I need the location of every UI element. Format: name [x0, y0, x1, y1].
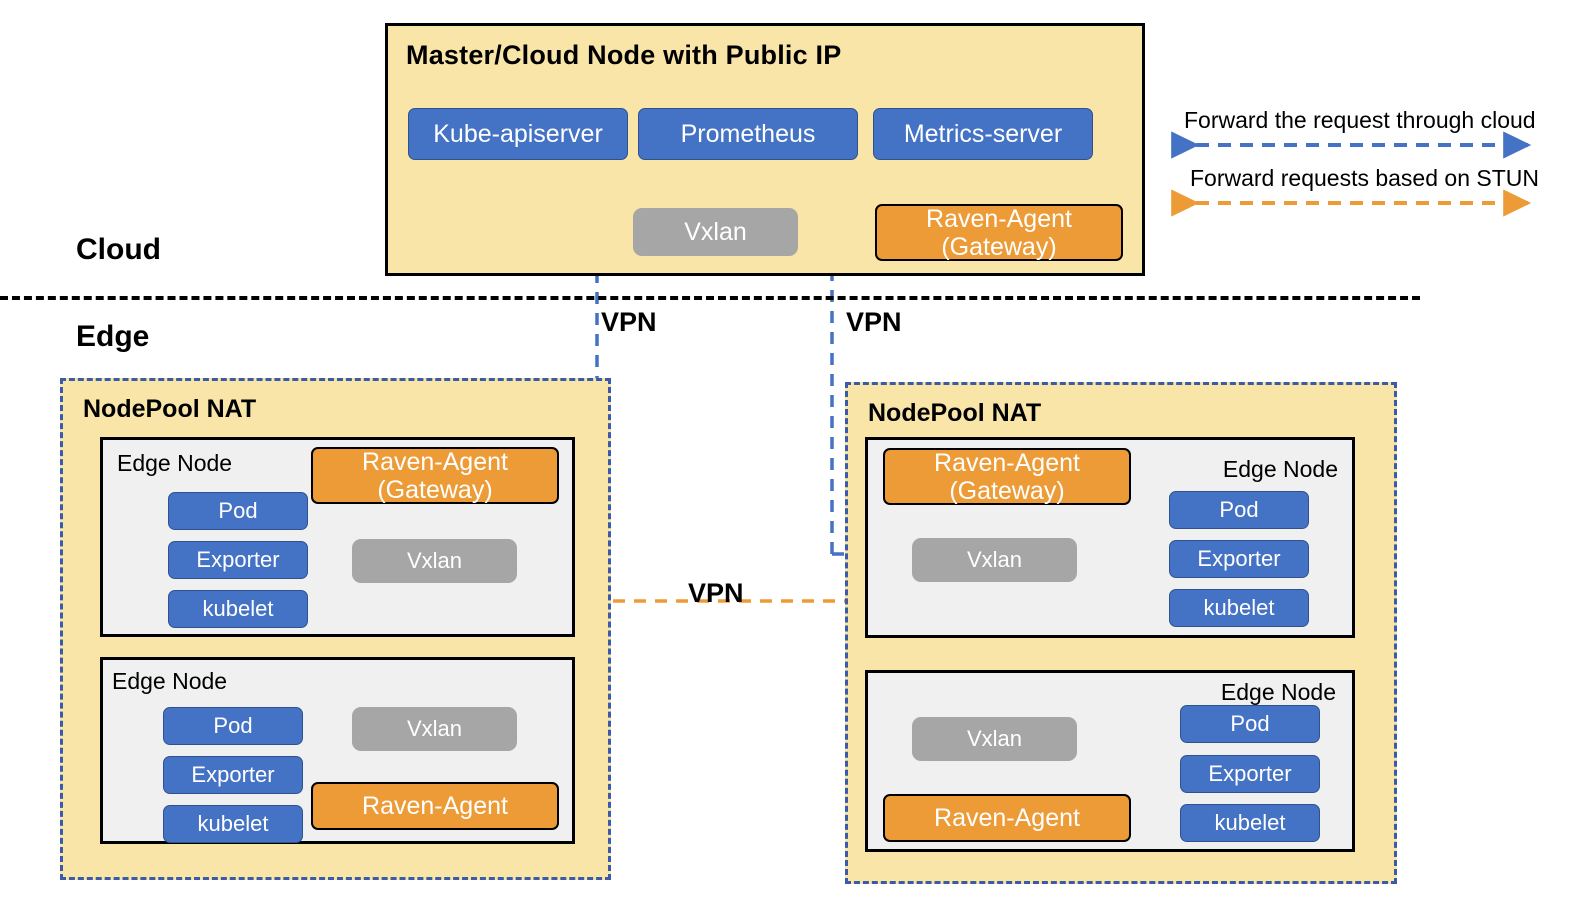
service-kube-apiserver[interactable]: Kube-apiserver: [408, 108, 628, 160]
service-prometheus[interactable]: Prometheus: [638, 108, 858, 160]
right-node2-raven-agent[interactable]: Raven-Agent: [883, 794, 1131, 842]
right-node2-pod[interactable]: Pod: [1180, 705, 1320, 743]
left-node1-vxlan[interactable]: Vxlan: [352, 539, 517, 583]
right-node1-kubelet[interactable]: kubelet: [1169, 589, 1309, 627]
cloud-raven-agent-gateway[interactable]: Raven-Agent (Gateway): [875, 204, 1123, 261]
right-node2-kubelet[interactable]: kubelet: [1180, 804, 1320, 842]
master-cloud-node: Master/Cloud Node with Public IP Kube-ap…: [385, 23, 1145, 276]
vpn-label-left: VPN: [601, 307, 657, 337]
left-node1-gateway-line1: Raven-Agent: [362, 447, 508, 476]
right-node2-vxlan[interactable]: Vxlan: [912, 717, 1077, 761]
zone-label-edge: Edge: [76, 320, 150, 353]
right-edge-node-2-title: Edge Node: [1220, 679, 1336, 705]
cloud-edge-divider: [0, 296, 1420, 300]
left-node2-raven-agent[interactable]: Raven-Agent: [311, 782, 559, 830]
left-node2-pod[interactable]: Pod: [163, 707, 303, 745]
master-cloud-node-title: Master/Cloud Node with Public IP: [406, 40, 842, 70]
cloud-gateway-line2: (Gateway): [941, 232, 1057, 261]
left-edge-node-1: Edge Node Pod Exporter kubelet Raven-Age…: [100, 437, 575, 637]
left-node2-exporter[interactable]: Exporter: [163, 756, 303, 794]
right-node1-pod[interactable]: Pod: [1169, 491, 1309, 529]
left-node2-kubelet[interactable]: kubelet: [163, 805, 303, 843]
left-node1-pod[interactable]: Pod: [168, 492, 308, 530]
cloud-gateway-line1: Raven-Agent: [926, 204, 1072, 233]
right-node1-exporter[interactable]: Exporter: [1169, 540, 1309, 578]
cloud-vxlan[interactable]: Vxlan: [633, 208, 798, 256]
nodepool-nat-right: NodePool NAT Edge Node Raven-Agent (Gate…: [845, 382, 1397, 884]
vpn-label-middle: VPN: [688, 578, 744, 608]
left-edge-node-2-title: Edge Node: [112, 668, 228, 694]
left-node1-gateway-line2: (Gateway): [377, 475, 493, 504]
right-node1-gateway-line2: (Gateway): [949, 476, 1065, 505]
legend-label-cloud-forward: Forward the request through cloud: [1184, 107, 1536, 133]
left-edge-node-2: Edge Node Pod Exporter kubelet Vxlan Rav…: [100, 657, 575, 844]
right-edge-node-1: Edge Node Raven-Agent (Gateway) Vxlan Po…: [865, 437, 1355, 638]
left-node2-vxlan[interactable]: Vxlan: [352, 707, 517, 751]
legend-label-stun-forward: Forward requests based on STUN: [1190, 165, 1539, 191]
service-metrics-server[interactable]: Metrics-server: [873, 108, 1093, 160]
right-edge-node-2: Edge Node Vxlan Raven-Agent Pod Exporter…: [865, 670, 1355, 852]
right-node1-vxlan[interactable]: Vxlan: [912, 538, 1077, 582]
vpn-label-right: VPN: [846, 307, 902, 337]
left-node1-raven-agent-gateway[interactable]: Raven-Agent (Gateway): [311, 447, 559, 504]
nodepool-nat-left: NodePool NAT Edge Node Pod Exporter kube…: [60, 378, 611, 880]
nodepool-right-title: NodePool NAT: [868, 399, 1042, 427]
nodepool-left-title: NodePool NAT: [83, 395, 257, 423]
right-node2-exporter[interactable]: Exporter: [1180, 755, 1320, 793]
right-edge-node-1-title: Edge Node: [1222, 456, 1338, 482]
left-node1-exporter[interactable]: Exporter: [168, 541, 308, 579]
left-edge-node-1-title: Edge Node: [117, 450, 233, 476]
left-node1-kubelet[interactable]: kubelet: [168, 590, 308, 628]
right-node1-gateway-line1: Raven-Agent: [934, 448, 1080, 477]
right-node1-raven-agent-gateway[interactable]: Raven-Agent (Gateway): [883, 448, 1131, 505]
zone-label-cloud: Cloud: [76, 233, 161, 266]
